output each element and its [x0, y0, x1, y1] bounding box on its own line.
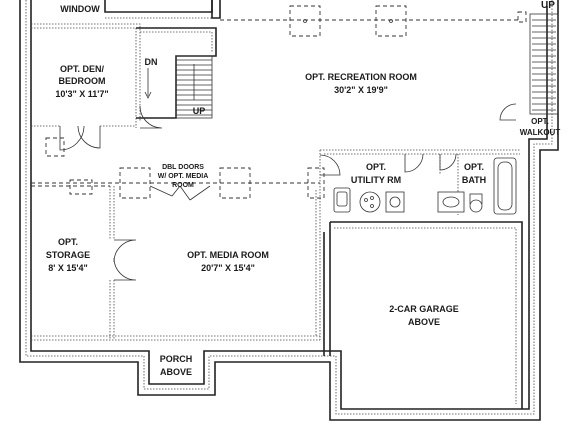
- stair-dn-label: DN: [145, 57, 158, 67]
- garage-label-line1: 2-CAR GARAGE: [389, 304, 459, 314]
- interior-walls: [31, 23, 520, 341]
- den-label-line3: 10'3" X 11'7": [55, 89, 108, 99]
- den-label-line2: BEDROOM: [59, 76, 106, 86]
- stair-up-label: UP: [193, 106, 206, 116]
- ceiling-fixtures: [45, 5, 527, 199]
- stair-main: [144, 55, 213, 119]
- recreation-label-line1: OPT. RECREATION ROOM: [305, 72, 417, 82]
- den-label-line1: OPT. DEN/: [60, 64, 105, 74]
- porch-label-line1: PORCH: [160, 354, 193, 364]
- media-label-line2: 20'7" X 15'4": [201, 263, 255, 273]
- exterior-walls: [19, 0, 559, 421]
- porch-label-line2: ABOVE: [160, 367, 192, 377]
- walkout-label-line2: WALKOUT: [520, 128, 561, 137]
- media-label-line1: OPT. MEDIA ROOM: [187, 250, 269, 260]
- stair-walkout: [529, 13, 559, 115]
- window-label: WINDOW: [60, 4, 100, 14]
- garage-label-line2: ABOVE: [408, 317, 440, 327]
- utility-label-line2: UTILITY RM: [351, 175, 401, 185]
- dbl-doors-label-line1: DBL DOORS: [162, 164, 204, 171]
- door-swings: [59, 103, 517, 281]
- bath-label-line2: BATH: [462, 175, 486, 185]
- bath-label-line1: OPT.: [464, 162, 484, 172]
- dbl-doors-label-line3: ROOM: [172, 182, 194, 189]
- storage-label-line1: OPT.: [58, 237, 78, 247]
- dbl-doors-label-line2: W/ OPT. MEDIA: [158, 173, 209, 180]
- up-label-top: UP: [541, 0, 555, 11]
- storage-label-line3: 8' X 15'4": [48, 263, 88, 273]
- utility-label-line1: OPT.: [366, 162, 386, 172]
- storage-label-line2: STORAGE: [46, 250, 90, 260]
- recreation-label-line2: 30'2" X 19'9": [334, 85, 388, 95]
- room-labels: WINDOW UP OPT. DEN/ BEDROOM 10'3" X 11'7…: [46, 0, 561, 377]
- walkout-label-line1: OPT.: [531, 117, 549, 126]
- utility-fixtures: [333, 157, 517, 215]
